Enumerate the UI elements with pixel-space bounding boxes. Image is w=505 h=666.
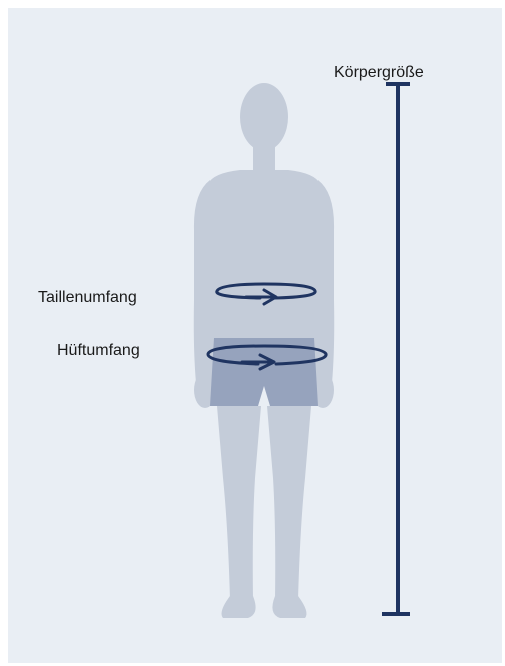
size-guide-illustration xyxy=(8,8,502,663)
body-height-label: Körpergröße xyxy=(334,65,424,81)
size-guide-panel: Körpergröße Taillenumfang Hüftumfang xyxy=(8,8,502,663)
hip-label: Hüftumfang xyxy=(57,343,140,359)
waist-label: Taillenumfang xyxy=(38,290,137,306)
height-ruler-icon xyxy=(382,84,410,614)
